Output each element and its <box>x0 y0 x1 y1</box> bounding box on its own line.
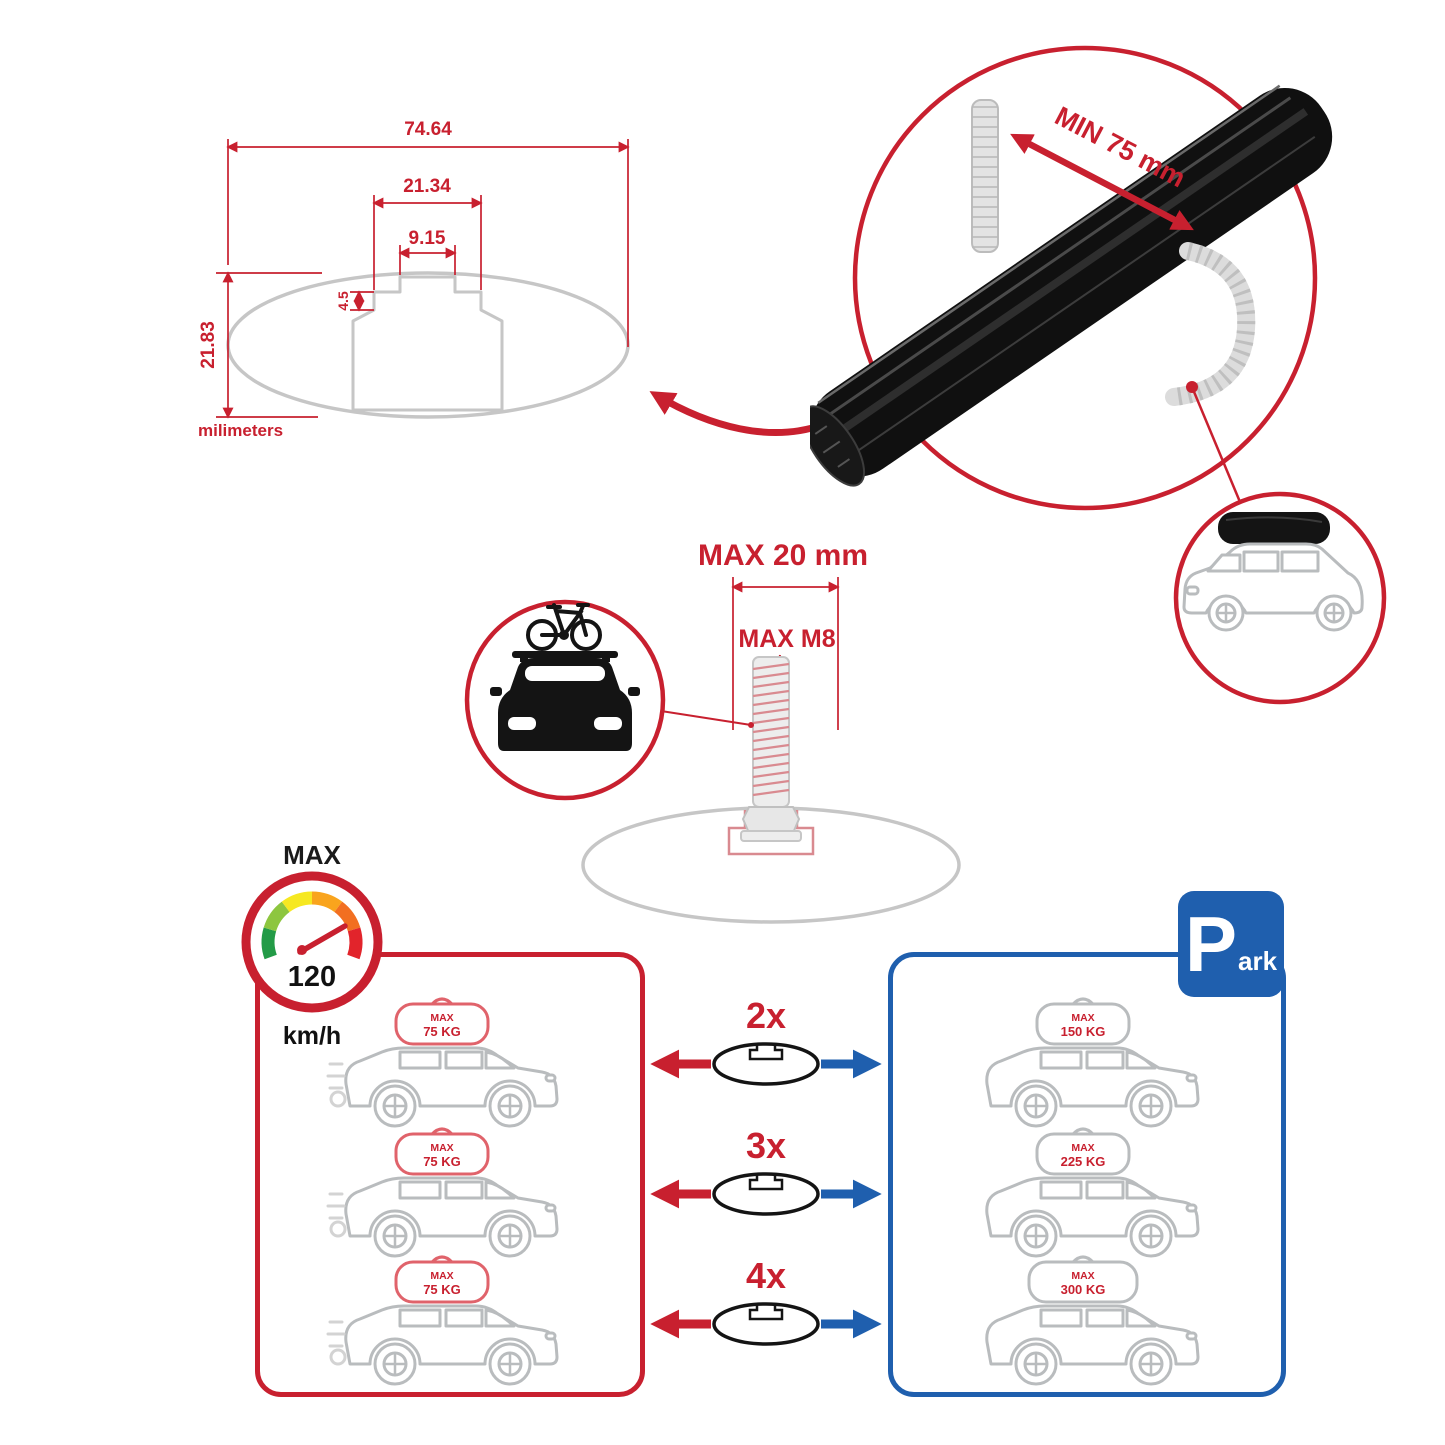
cargo-kg-label: 75 KG <box>423 1024 461 1039</box>
cargo-kg-label: 225 KG <box>1061 1154 1106 1169</box>
min-clamp-label: MIN 75 mm <box>1050 101 1190 194</box>
driving-load-panel: MAX 75 KG MAX 75 KG MAX 75 KG <box>255 952 645 1397</box>
parked-car-row: MAX 150 KG <box>987 997 1198 1126</box>
svg-text:4.5: 4.5 <box>335 291 351 311</box>
max-thread-label: MAX M8 <box>738 625 835 653</box>
quantity-row: 2x <box>650 995 882 1086</box>
quantity-row: 4x <box>650 1255 882 1346</box>
multiplier-label: 2x <box>746 995 786 1036</box>
circle-leader-line <box>660 710 752 726</box>
speed-value: 120 <box>288 961 336 993</box>
bike-icon <box>526 603 602 651</box>
cargo-max-label: MAX <box>430 1012 453 1024</box>
car-front-icon <box>490 651 640 751</box>
parked-cars: MAX 150 KG MAX 225 KG MAX 300 KG <box>893 997 1281 1392</box>
zoom-circle <box>852 45 1318 511</box>
multiplier-label: 3x <box>746 1125 786 1166</box>
parked-car-row: MAX 225 KG <box>987 1127 1198 1256</box>
circle-leader-dot <box>748 722 754 728</box>
u-clamp-hook <box>1165 242 1256 406</box>
dimension-21-83: 21.83 <box>198 271 322 419</box>
cargo-kg-label: 300 KG <box>1061 1282 1106 1297</box>
gauge-arc <box>261 891 363 960</box>
threaded-rod <box>971 99 999 253</box>
cargo-kg-label: 75 KG <box>423 1282 461 1297</box>
svg-text:74.64: 74.64 <box>404 119 452 140</box>
crossbar-profile-icon <box>712 1172 820 1216</box>
units-label: milimeters <box>198 421 283 440</box>
speed-unit: km/h <box>283 1022 341 1050</box>
bike-on-car-circle <box>464 599 754 801</box>
crossbar-profile-icon <box>712 1042 820 1086</box>
driving-car-row: MAX 75 KG <box>328 1255 557 1384</box>
crossbar-detail-illustration: MIN 75 mm <box>810 45 1387 705</box>
crossbar-quantity-column: 2x 3x 4x <box>650 995 882 1346</box>
profile-dimensions-diagram: 74.64 21.34 9.15 4.5 21.83 milimeters <box>198 119 824 440</box>
pointer-arrow-to-profile <box>649 391 824 437</box>
svg-text:21.83: 21.83 <box>198 321 219 369</box>
suv-roofbox-circle <box>1173 491 1387 705</box>
cargo-max-label: MAX <box>430 1270 453 1282</box>
svg-text:9.15: 9.15 <box>409 228 446 249</box>
parking-sign-suffix: ark <box>1237 945 1278 976</box>
dimension-4-5: 4.5 <box>335 290 374 312</box>
parking-sign-letter: P <box>1184 900 1237 988</box>
driving-car-row: MAX 75 KG <box>328 997 557 1126</box>
dimension-9-15: 9.15 <box>398 228 457 275</box>
cargo-kg-label: 150 KG <box>1061 1024 1106 1039</box>
cargo-max-label: MAX <box>430 1142 453 1154</box>
quantity-row: 3x <box>650 1125 882 1216</box>
m8-bolt <box>740 656 802 842</box>
speed-max-label: MAX <box>283 840 341 870</box>
min-75-arrow <box>1010 133 1194 231</box>
crossbar-profile-outline <box>226 271 630 419</box>
gauge-needle <box>297 923 348 955</box>
max-width-label: MAX 20 mm <box>698 539 868 572</box>
gauge-needle-hub <box>297 945 307 955</box>
parked-car-row: MAX 300 KG <box>987 1255 1198 1384</box>
cargo-kg-label: 75 KG <box>423 1154 461 1169</box>
bolt-spec-illustration: MAX 20 mm MAX M8 <box>464 539 961 924</box>
dimension-20mm <box>731 577 840 730</box>
parked-load-panel: MAX 150 KG MAX 225 KG MAX 300 KG <box>888 952 1286 1397</box>
black-crossbar <box>810 84 1333 487</box>
cargo-max-label: MAX <box>1071 1142 1094 1154</box>
cargo-max-label: MAX <box>1071 1012 1094 1024</box>
dimension-74-64: 74.64 <box>226 119 630 347</box>
cargo-max-label: MAX <box>1071 1270 1094 1282</box>
dimension-21-34: 21.34 <box>372 176 483 290</box>
driving-car-row: MAX 75 KG <box>328 1127 557 1256</box>
crossbar-profile-icon <box>712 1302 820 1346</box>
svg-text:21.34: 21.34 <box>403 176 451 197</box>
callout-line <box>1190 386 1242 503</box>
driving-cars: MAX 75 KG MAX 75 KG MAX 75 KG <box>260 997 640 1392</box>
speed-limit-gauge: MAX 120 km/h <box>241 840 383 1050</box>
multiplier-label: 4x <box>746 1255 786 1296</box>
parking-sign: P ark <box>1178 891 1284 997</box>
